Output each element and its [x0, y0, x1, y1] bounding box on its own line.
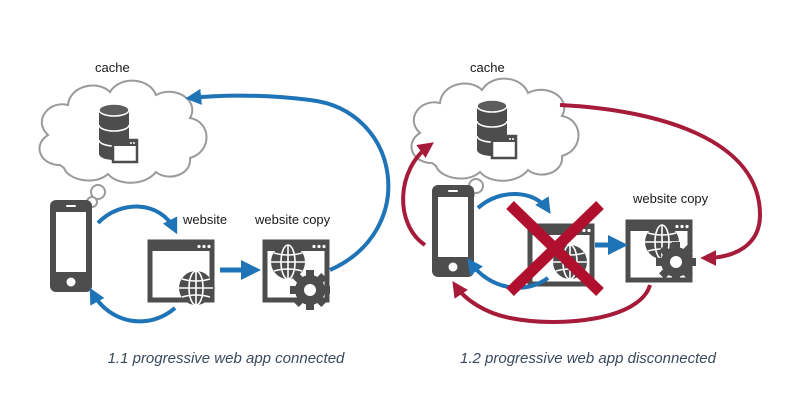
smartphone-icon — [50, 200, 92, 292]
globe-icon — [178, 270, 214, 306]
cache-label: cache — [95, 60, 130, 75]
arrow-phone-to-website — [96, 204, 178, 235]
smartphone-icon — [432, 185, 474, 277]
browser-window-icon — [490, 134, 518, 160]
gear-icon — [656, 242, 696, 282]
arrow-website-to-phone — [89, 287, 177, 324]
caption-connected: 1.1 progressive web app connected — [107, 350, 345, 367]
arrow-phone-to-cache — [401, 142, 434, 247]
arrow-copy-to-phone — [452, 281, 652, 324]
gear-icon — [290, 270, 330, 310]
website-copy-label: website copy — [632, 191, 709, 206]
arrow-cache-to-copy — [559, 103, 763, 266]
browser-window-icon — [111, 138, 139, 164]
arrow-copy-to-cache — [185, 88, 391, 272]
panel-disconnected: cache website copy — [401, 60, 763, 324]
cache-label: cache — [470, 60, 505, 75]
arrow-phone-to-website — [476, 192, 551, 215]
website-copy-label: website copy — [254, 212, 331, 227]
globe-icon — [270, 244, 306, 280]
panel-connected: cache website website copy — [38, 60, 391, 324]
caption-disconnected: 1.2 progressive web app disconnected — [460, 350, 716, 367]
cross-mark-icon — [506, 201, 604, 296]
website-label: website — [182, 212, 227, 227]
